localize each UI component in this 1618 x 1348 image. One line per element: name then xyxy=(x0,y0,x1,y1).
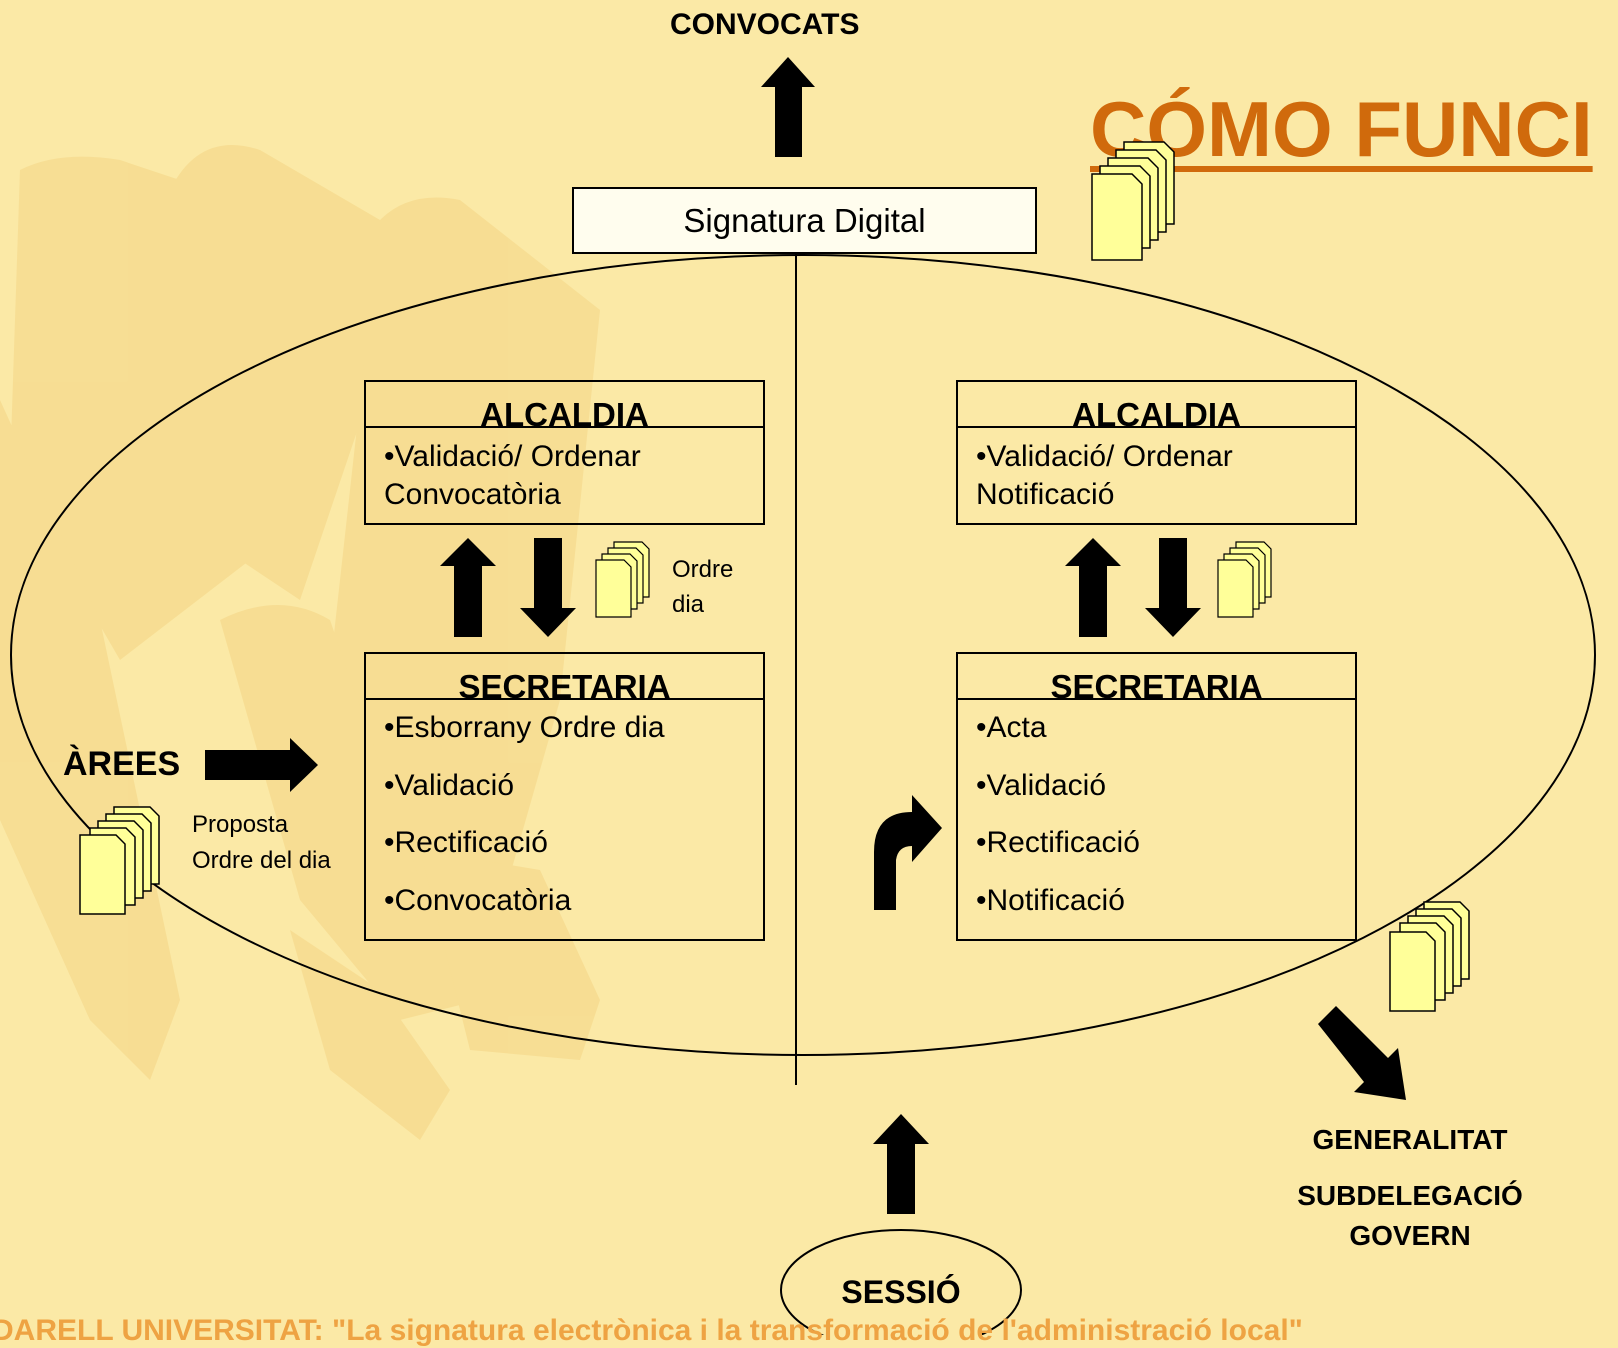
proposta-line: Ordre del dia xyxy=(192,847,331,874)
right-secretaria-item: •Rectificació xyxy=(976,826,1140,859)
arrow-up-icon xyxy=(873,1114,929,1214)
ordre-dia-line: dia xyxy=(672,591,705,618)
output-generalitat: GENERALITAT xyxy=(1312,1124,1508,1155)
output-govern: GOVERN xyxy=(1349,1220,1471,1251)
right-alcaldia-box: ALCALDIA •Validació/ Ordenar Notificació xyxy=(956,380,1357,525)
session-label: SESSIÓ xyxy=(841,1274,961,1310)
left-alcaldia-line: Convocatòria xyxy=(384,478,561,511)
signature-box: Signatura Digital xyxy=(572,187,1037,254)
process-ellipse xyxy=(10,254,1596,1056)
arees-label: ÀREES xyxy=(63,745,181,783)
document-stack-icon xyxy=(1389,901,1470,1012)
output-subdelegacio: SUBDELEGACIÓ xyxy=(1297,1180,1523,1211)
right-secretaria-title: SECRETARIA xyxy=(958,654,1355,700)
right-alcaldia-body: •Validació/ Ordenar Notificació xyxy=(958,428,1355,524)
right-alcaldia-title: ALCALDIA xyxy=(958,382,1355,428)
left-alcaldia-line: •Validació/ Ordenar xyxy=(384,440,641,473)
outputs-label: GENERALITAT SUBDELEGACIÓ GOVERN xyxy=(1230,1120,1590,1256)
document-stack-icon xyxy=(1217,541,1272,618)
left-secretaria-title: SECRETARIA xyxy=(366,654,763,700)
document-stack-icon xyxy=(595,541,650,618)
arrow-diagonal-icon xyxy=(1318,1006,1406,1100)
left-secretaria-item: •Validació xyxy=(384,768,515,802)
right-secretaria-box: SECRETARIA •Acta •Validació •Rectificaci… xyxy=(956,652,1357,941)
right-secretaria-item: •Validació xyxy=(976,768,1107,802)
left-alcaldia-title: ALCALDIA xyxy=(366,382,763,428)
left-alcaldia-body: •Validació/ Ordenar Convocatòria xyxy=(366,428,763,524)
proposta-label: Proposta Ordre del dia xyxy=(192,807,331,879)
document-stack-icon xyxy=(1091,141,1175,261)
arrow-up-icon xyxy=(1065,538,1121,637)
right-alcaldia-line: Notificació xyxy=(976,478,1115,511)
left-secretaria-item: •Rectificació xyxy=(384,826,548,859)
arrow-up-icon xyxy=(440,538,496,637)
arrow-right-icon xyxy=(205,738,318,792)
ordre-dia-label: Ordre dia xyxy=(672,552,733,622)
session-oval xyxy=(780,1229,1022,1335)
left-secretaria-item: •Esborrany Ordre dia xyxy=(384,711,665,744)
right-secretaria-item: •Acta xyxy=(976,711,1047,744)
left-secretaria-item: •Convocatòria xyxy=(384,883,572,917)
turn-right-arrow-icon xyxy=(874,795,942,910)
arrow-down-icon xyxy=(1145,538,1201,637)
background-decoration xyxy=(0,145,600,1140)
left-secretaria-body: •Esborrany Ordre dia •Validació •Rectifi… xyxy=(366,700,763,942)
arrow-down-icon xyxy=(520,538,576,637)
left-alcaldia-box: ALCALDIA •Validació/ Ordenar Convocatòri… xyxy=(364,380,765,525)
ordre-dia-line: Ordre xyxy=(672,556,734,583)
arrow-up-icon xyxy=(761,57,815,157)
left-secretaria-box: SECRETARIA •Esborrany Ordre dia •Validac… xyxy=(364,652,765,941)
right-secretaria-body: •Acta •Validació •Rectificació •Notifica… xyxy=(958,700,1355,942)
convocats-label: CONVOCATS xyxy=(670,8,860,41)
right-alcaldia-line: •Validació/ Ordenar xyxy=(976,440,1233,473)
document-stack-icon xyxy=(79,806,160,915)
footer-text: DARELL UNIVERSITAT: "La signatura electr… xyxy=(0,1314,1303,1347)
right-secretaria-item: •Notificació xyxy=(976,883,1125,917)
proposta-line: Proposta xyxy=(192,811,289,838)
